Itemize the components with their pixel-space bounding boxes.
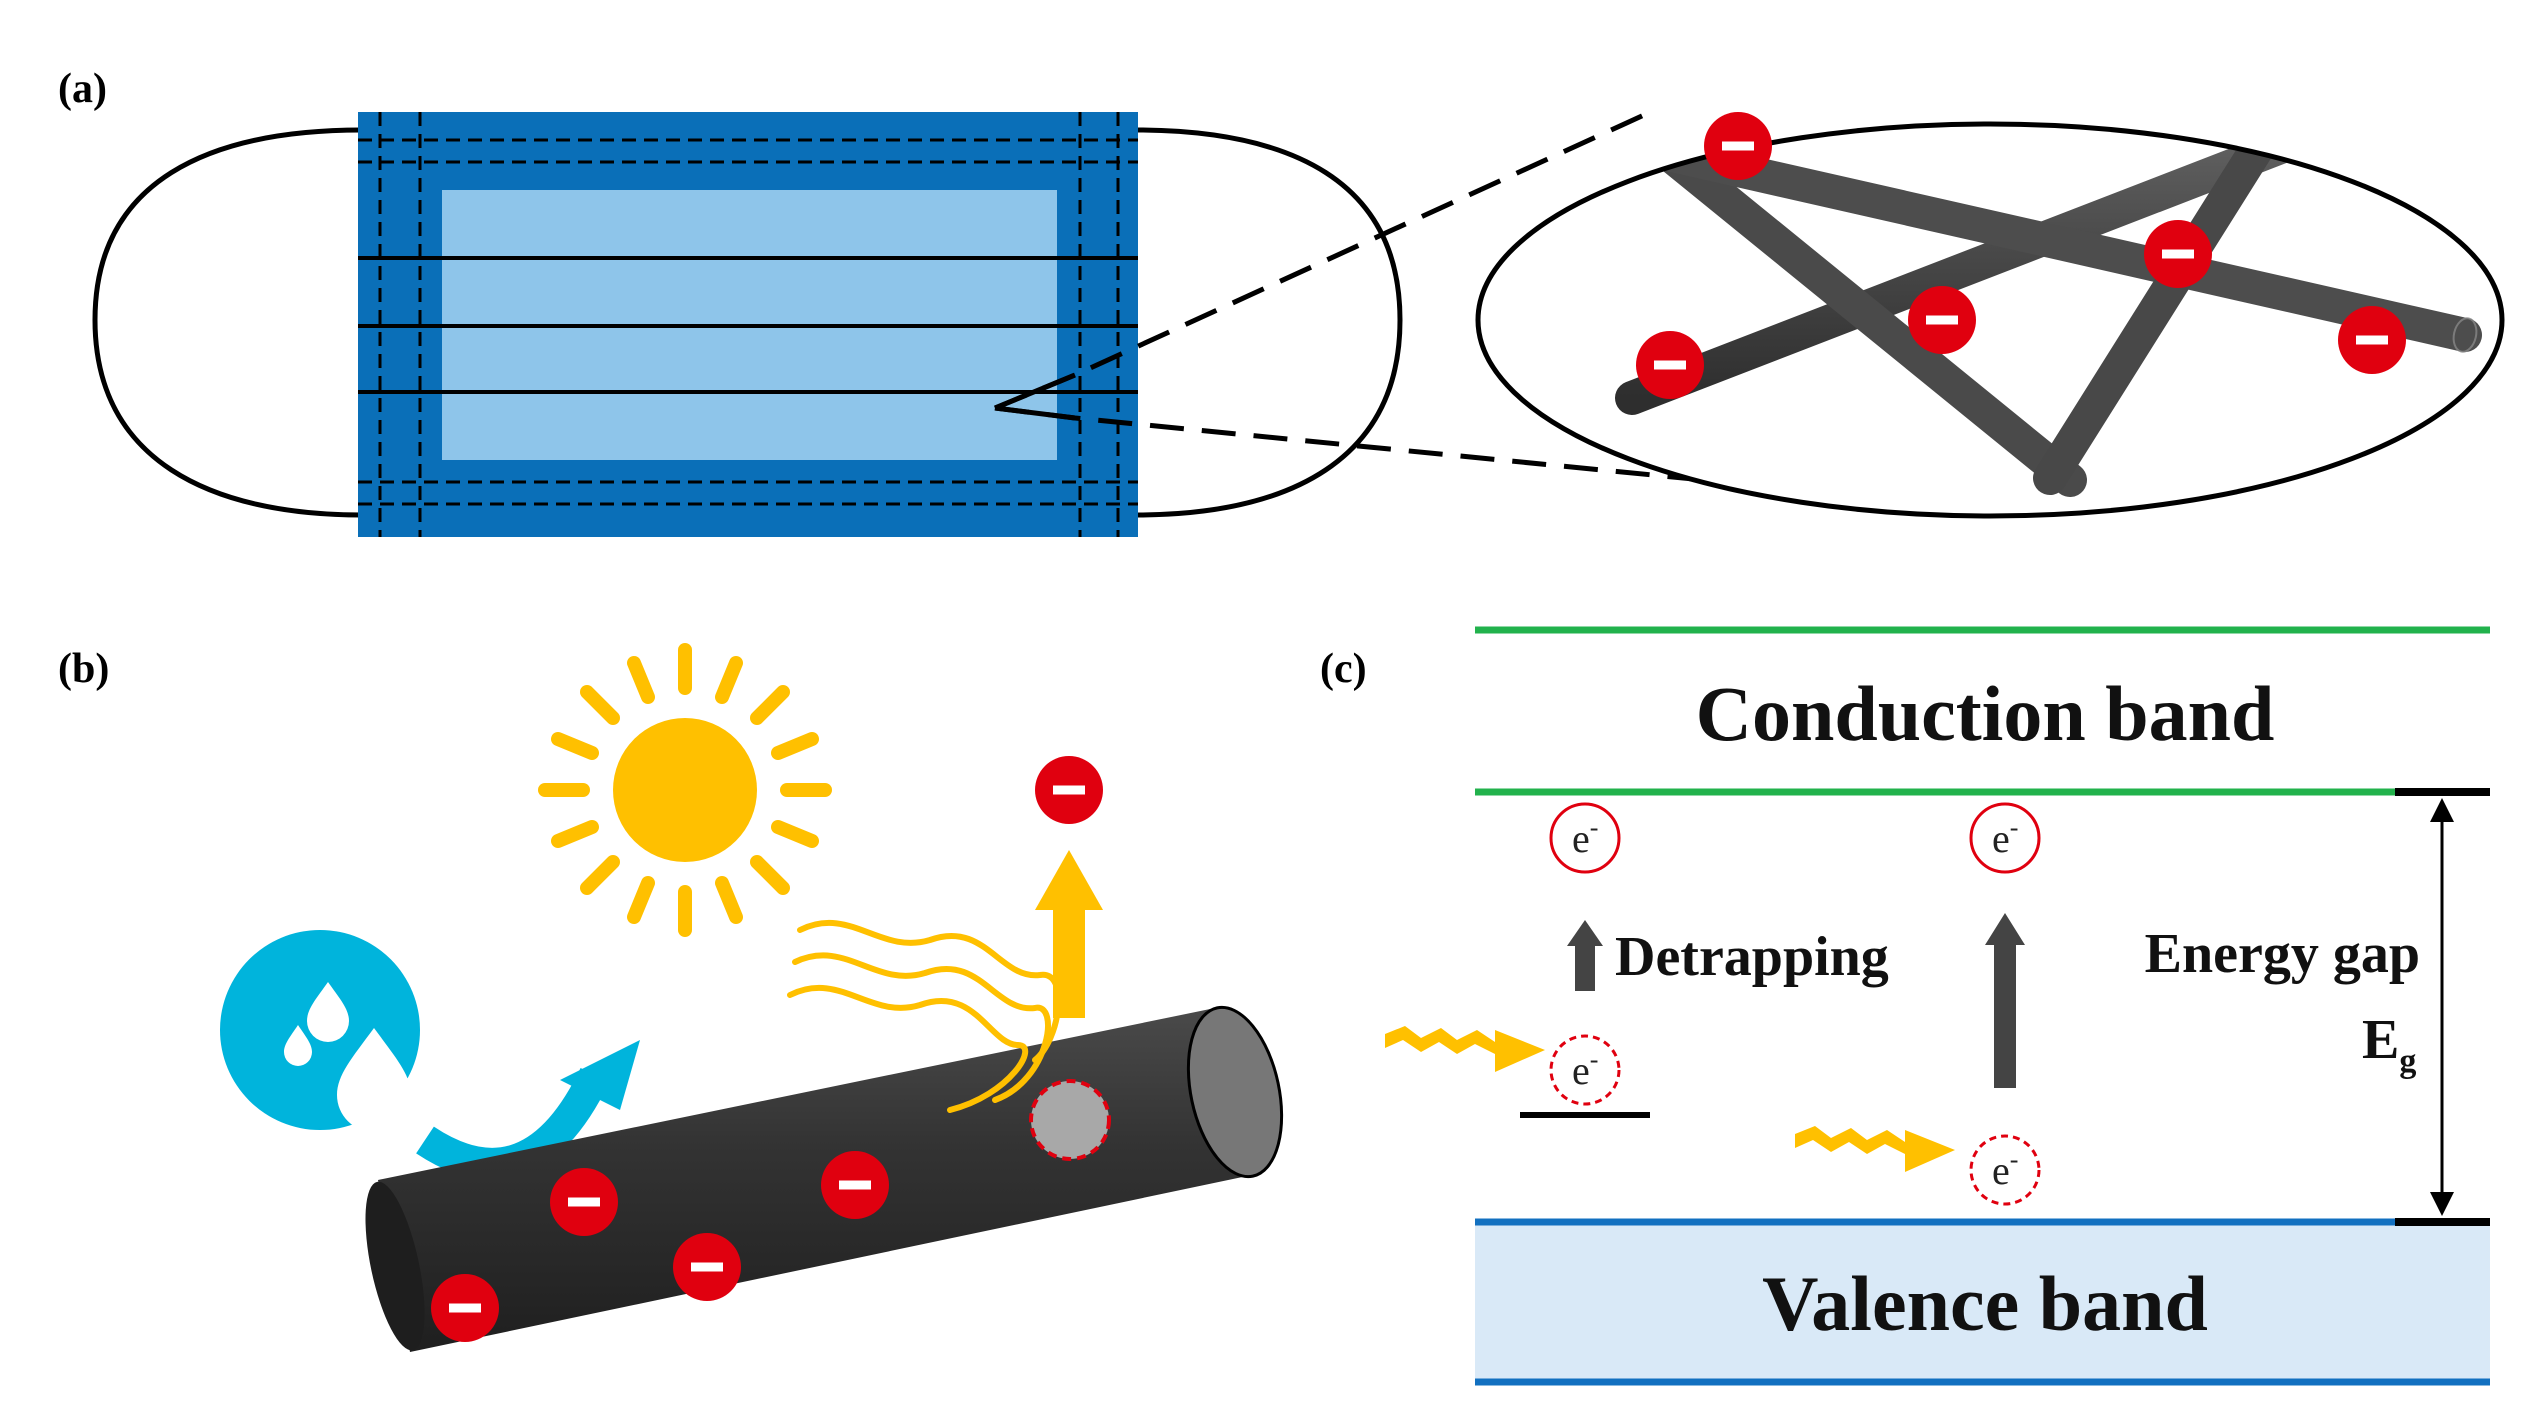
mask-pleats xyxy=(358,256,1138,394)
negative-charge-icon xyxy=(1908,286,1976,354)
light-wave-icon xyxy=(1795,1126,1955,1172)
electron-trapped: e- xyxy=(1549,1034,1621,1106)
conduction-band-label: Conduction band xyxy=(1696,670,2275,757)
fiber-3 xyxy=(1633,133,2482,352)
fiber-zoom xyxy=(1475,112,2505,519)
zoom-lines xyxy=(994,107,1826,495)
sun-icon xyxy=(538,643,832,937)
energy-gap-label: Energy gap xyxy=(2145,923,2420,985)
panel-c: (c) Conduction band Valence band Energy … xyxy=(1320,626,2490,1386)
electron-excited: e- xyxy=(1969,802,2041,874)
detrapping-label: Detrapping xyxy=(1615,926,1889,988)
panel-a: (a) xyxy=(58,66,2505,537)
arrow-up-icon xyxy=(1035,850,1103,1018)
svg-text:e-: e- xyxy=(1992,813,2018,861)
face-mask xyxy=(92,112,1403,537)
energy-gap-arrow xyxy=(2395,788,2490,1226)
vacancy-site xyxy=(1029,1079,1111,1161)
negative-charge-icon xyxy=(1704,112,1772,180)
negative-charge-icon xyxy=(1636,331,1704,399)
svg-text:e-: e- xyxy=(1992,1145,2018,1193)
panel-c-label: (c) xyxy=(1320,646,1367,692)
mask-seams xyxy=(358,112,1138,537)
negative-charge-icon xyxy=(2338,306,2406,374)
negative-charge-icon xyxy=(821,1151,889,1219)
left-ear-loop xyxy=(92,127,363,518)
valence-band-label: Valence band xyxy=(1762,1260,2208,1347)
negative-charge-icon xyxy=(673,1233,741,1301)
negative-charge-icon xyxy=(2144,220,2212,288)
negative-charge-icon xyxy=(431,1274,499,1342)
negative-charge-icon xyxy=(1035,756,1103,824)
fiber-cylinder xyxy=(365,1005,1284,1352)
panel-b: (b) xyxy=(58,643,1284,1352)
arrow-up-icon xyxy=(1567,920,1603,991)
water-drops-icon xyxy=(220,930,420,1132)
svg-text:e-: e- xyxy=(1572,813,1598,861)
zoom-ellipse xyxy=(1475,121,2505,519)
negative-charge-icon xyxy=(550,1168,618,1236)
fiber-4 xyxy=(2033,124,2292,495)
eg-symbol: Eg xyxy=(2362,1009,2416,1080)
fiber-2 xyxy=(1641,128,2087,497)
light-wave-icon xyxy=(1385,1026,1545,1072)
valence-band-fill xyxy=(1475,1222,2490,1382)
right-ear-loop xyxy=(1134,127,1403,518)
electron-valence: e- xyxy=(1969,1134,2041,1206)
arrow-up-icon xyxy=(1985,913,2025,1088)
electron-detrapped: e- xyxy=(1549,802,1621,874)
svg-text:e-: e- xyxy=(1572,1045,1598,1093)
panel-a-label: (a) xyxy=(58,66,107,112)
panel-b-label: (b) xyxy=(58,646,109,692)
